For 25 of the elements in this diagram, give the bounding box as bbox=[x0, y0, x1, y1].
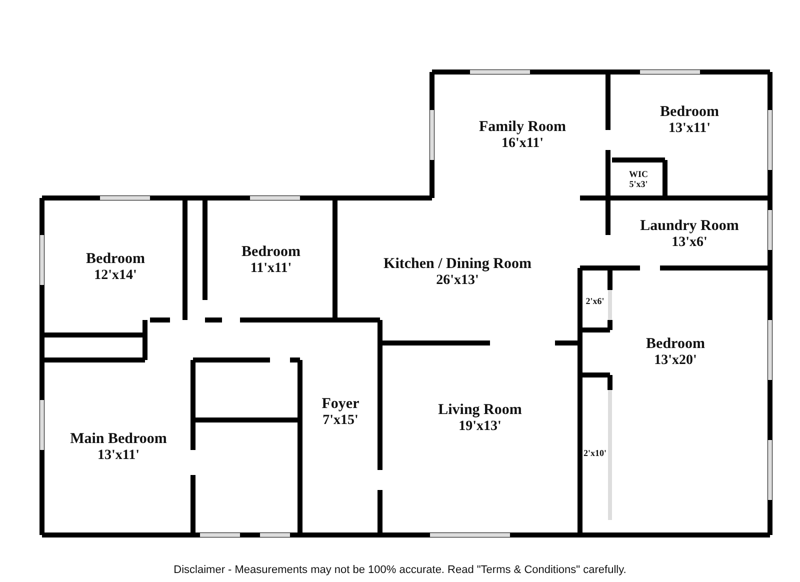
room-dimension: 2'x6' bbox=[586, 296, 604, 306]
room-name: Bedroom bbox=[646, 336, 705, 352]
room-name: Bedroom bbox=[242, 244, 300, 260]
room-name: Bedroom bbox=[86, 251, 145, 268]
room-name: WIC bbox=[628, 169, 648, 179]
room-name: Family Room bbox=[478, 118, 566, 136]
room-name: Bedroom bbox=[660, 104, 719, 120]
room-dimension: 11'x11' bbox=[250, 260, 292, 276]
room-dimension: 26'x13' bbox=[436, 273, 479, 289]
room-name: Main Bedroom bbox=[70, 431, 167, 448]
room-dimension: 12'x14' bbox=[94, 268, 137, 284]
room-dimension: 13'x6' bbox=[672, 234, 708, 250]
room-name: Foyer bbox=[322, 396, 360, 413]
room-dimension: 7'x15' bbox=[322, 413, 358, 429]
disclaimer-text: Disclaimer - Measurements may not be 100% accurate. Read "Terms & Conditions" carefully. bbox=[172, 564, 628, 576]
room-dimension: 2'x10' bbox=[583, 448, 606, 458]
room-name: Laundry Room bbox=[640, 218, 739, 234]
room-dimension: 16'x11' bbox=[501, 136, 544, 152]
room-dimension: 13'x20' bbox=[654, 352, 697, 368]
room-dimension: 13'x11' bbox=[97, 448, 140, 464]
room-name: Living Room bbox=[438, 402, 522, 418]
room-dimension: 5'x3' bbox=[629, 179, 648, 189]
room-dimension: 13'x11' bbox=[668, 120, 710, 136]
room-name: Kitchen / Dining Room bbox=[384, 256, 532, 273]
room-dimension: 19'x13' bbox=[458, 418, 502, 434]
